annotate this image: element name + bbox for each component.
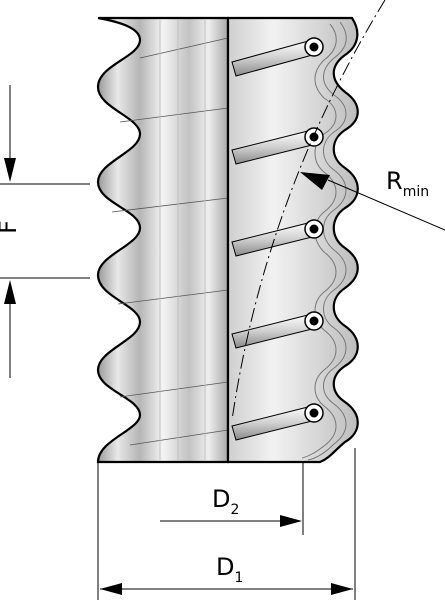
wire-turn — [231, 127, 324, 165]
wall-layers — [301, 21, 347, 461]
wire-turn — [231, 37, 324, 77]
d2-label: D2 — [212, 485, 239, 518]
helix-lines-outer — [111, 37, 229, 446]
wire-turn — [231, 311, 324, 349]
pitch-dimension — [0, 85, 90, 378]
pitch-label: F — [0, 220, 22, 234]
bend-radius-arc — [231, 0, 386, 421]
d1-dimension — [97, 448, 356, 600]
r-min-callout: Rmin — [300, 167, 445, 231]
d1-label: D1 — [216, 553, 243, 586]
shading-streaks — [159, 20, 206, 460]
wire-turn — [231, 403, 324, 441]
d2-dimension — [160, 462, 304, 535]
hose-outer-body — [96, 16, 230, 464]
r-min-label: Rmin — [386, 167, 429, 200]
